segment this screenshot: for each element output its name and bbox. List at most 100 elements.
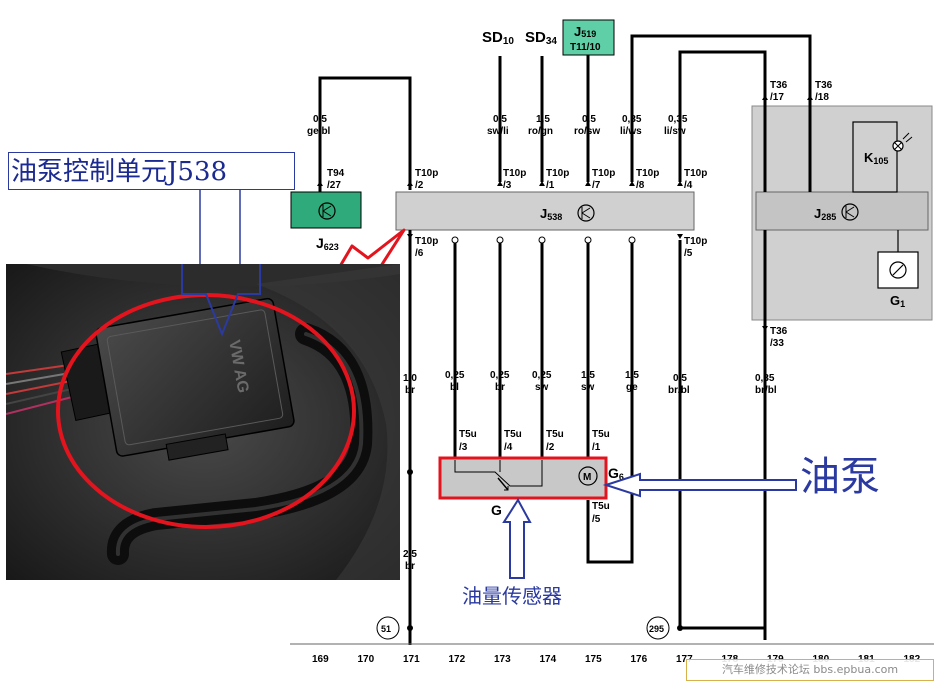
j538-module bbox=[395, 191, 695, 231]
svg-text:br/bl: br/bl bbox=[668, 385, 690, 396]
level-sensor-label: 油量传感器 bbox=[462, 584, 562, 608]
j538-terminal-marks bbox=[317, 95, 813, 186]
control-unit-title: 油泵控制单元J538 bbox=[8, 152, 295, 190]
svg-text:T10p: T10p bbox=[503, 168, 526, 179]
svg-text:/7: /7 bbox=[592, 180, 601, 191]
j285-transistor-symbol bbox=[841, 203, 859, 221]
junction-dot bbox=[677, 625, 683, 631]
svg-text:br: br bbox=[405, 385, 415, 396]
j285-label: J285 bbox=[814, 206, 836, 222]
svg-text:0,35: 0,35 bbox=[755, 373, 775, 384]
svg-text:T36: T36 bbox=[815, 80, 833, 91]
k105-label: K105 bbox=[864, 150, 888, 166]
j519-pin: T11/10 bbox=[570, 42, 601, 53]
svg-text:1,5: 1,5 bbox=[581, 370, 595, 381]
svg-text:0,5: 0,5 bbox=[582, 114, 596, 125]
svg-text:2,5: 2,5 bbox=[403, 549, 417, 560]
j623-transistor-symbol bbox=[318, 202, 336, 220]
svg-text:/4: /4 bbox=[504, 442, 513, 453]
svg-text:/5: /5 bbox=[684, 248, 693, 259]
svg-text:M: M bbox=[583, 472, 591, 483]
circuit-number: 169 bbox=[312, 654, 329, 665]
circuit-number: 173 bbox=[494, 654, 511, 665]
svg-text:/4: /4 bbox=[684, 180, 693, 191]
svg-text:br: br bbox=[495, 382, 505, 393]
circuit-number: 170 bbox=[358, 654, 375, 665]
sd34-label: SD34 bbox=[525, 29, 557, 47]
circuit-number: 172 bbox=[449, 654, 466, 665]
svg-text:sw: sw bbox=[535, 382, 549, 393]
svg-text:/18: /18 bbox=[815, 92, 829, 103]
ground-ref-295: 295 bbox=[646, 616, 670, 640]
svg-text:0,5: 0,5 bbox=[673, 373, 687, 384]
fuel-pump-label: 油泵 bbox=[800, 454, 880, 500]
svg-text:T5u: T5u bbox=[592, 501, 610, 512]
svg-text:bl: bl bbox=[450, 382, 459, 393]
svg-text:/2: /2 bbox=[546, 442, 555, 453]
photo-pointer-arrow bbox=[181, 264, 261, 337]
svg-text:br: br bbox=[405, 561, 415, 572]
fuel-pump-motor-icon: M bbox=[578, 466, 598, 486]
sd10-label: SD10 bbox=[482, 29, 514, 47]
svg-text:1,5: 1,5 bbox=[536, 114, 550, 125]
svg-text:T10p: T10p bbox=[684, 168, 707, 179]
j519-box bbox=[562, 19, 615, 56]
wire-labels-top: 0,5 ge/bl 0,5 sw/li 1,5 ro/gn 0,5 ro/sw … bbox=[307, 114, 688, 137]
j538-label: J538 bbox=[540, 206, 562, 222]
forum-watermark: 汽车维修技术论坛 bbs.epbua.com bbox=[686, 659, 934, 681]
svg-text:/1: /1 bbox=[546, 180, 555, 191]
svg-text:T36: T36 bbox=[770, 80, 788, 91]
terminal-labels-lower: T10p /6 T10p /5 T36 /33 T5u /3 T5u /4 T5… bbox=[415, 236, 788, 525]
svg-text:0,25: 0,25 bbox=[445, 370, 465, 381]
svg-text:/5: /5 bbox=[592, 514, 601, 525]
svg-text:sw/li: sw/li bbox=[487, 126, 509, 137]
k105-lamp-icon bbox=[892, 132, 913, 152]
circuit-number: 175 bbox=[585, 654, 602, 665]
j519-label: J519 bbox=[574, 24, 596, 39]
svg-text:li/sw: li/sw bbox=[664, 126, 686, 137]
svg-text:/17: /17 bbox=[770, 92, 784, 103]
terminal-labels-top: T94 /27 T10p /2 T10p /3 T10p /1 T10p /7 … bbox=[327, 80, 833, 191]
svg-text:/1: /1 bbox=[592, 442, 601, 453]
svg-text:0,5: 0,5 bbox=[493, 114, 507, 125]
j538-transistor-symbol bbox=[577, 204, 595, 222]
fuel-sender-unit-box bbox=[438, 456, 608, 500]
wire-liws-t36-18 bbox=[630, 34, 812, 192]
junction-dot bbox=[407, 625, 413, 631]
wire-j623-gebl bbox=[318, 76, 412, 190]
circuit-number: 171 bbox=[403, 654, 420, 665]
svg-text:0,25: 0,25 bbox=[532, 370, 552, 381]
ground-ref-51: 51 bbox=[376, 616, 400, 640]
svg-text:T5u: T5u bbox=[546, 429, 564, 440]
g6-label: G6 bbox=[608, 465, 624, 482]
lower-terminal-arrows bbox=[407, 234, 768, 331]
svg-text:T10p: T10p bbox=[636, 168, 659, 179]
svg-text:ro/sw: ro/sw bbox=[574, 126, 600, 137]
fuel-pump-arrow bbox=[602, 472, 797, 498]
svg-text:/8: /8 bbox=[636, 180, 645, 191]
svg-text:/3: /3 bbox=[503, 180, 512, 191]
svg-text:/27: /27 bbox=[327, 180, 341, 191]
svg-text:T94: T94 bbox=[327, 168, 345, 179]
circuit-number: 174 bbox=[540, 654, 557, 665]
svg-text:0,35: 0,35 bbox=[622, 114, 642, 125]
svg-text:0,25: 0,25 bbox=[490, 370, 510, 381]
svg-text:sw: sw bbox=[581, 382, 595, 393]
svg-text:ge/bl: ge/bl bbox=[307, 126, 331, 137]
svg-text:T5u: T5u bbox=[504, 429, 522, 440]
j623-box bbox=[290, 191, 362, 229]
svg-text:T5u: T5u bbox=[592, 429, 610, 440]
svg-text:/3: /3 bbox=[459, 442, 468, 453]
svg-text:T10p: T10p bbox=[415, 236, 438, 247]
circuit-number: 177 bbox=[676, 654, 693, 665]
svg-text:295: 295 bbox=[649, 624, 664, 634]
svg-text:li/ws: li/ws bbox=[620, 126, 642, 137]
wire-ge-loop bbox=[586, 240, 634, 564]
svg-text:T10p: T10p bbox=[546, 168, 569, 179]
svg-text:T10p: T10p bbox=[415, 168, 438, 179]
svg-text:/2: /2 bbox=[415, 180, 424, 191]
level-sensor-potentiometer-icon bbox=[454, 460, 543, 491]
g-label: G bbox=[491, 502, 502, 518]
svg-text:T5u: T5u bbox=[459, 429, 477, 440]
